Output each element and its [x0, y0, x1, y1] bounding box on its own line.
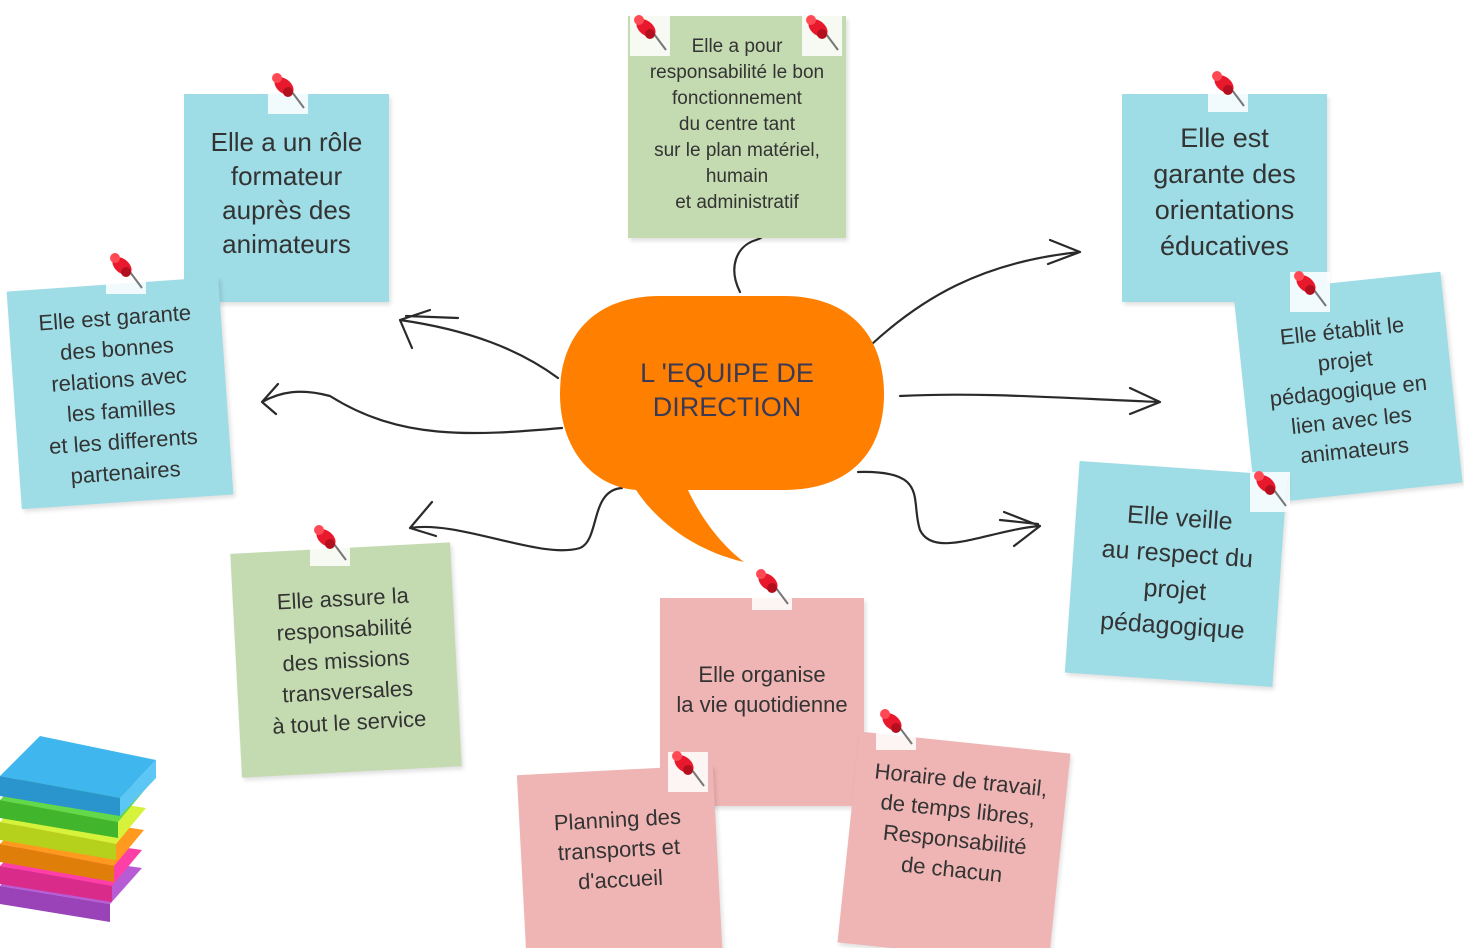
- center-bubble-shape: [560, 296, 884, 562]
- connector-to-relations: [260, 382, 564, 435]
- connector-to-veille: [856, 470, 1042, 548]
- push-pin-icon: [1208, 71, 1248, 112]
- note-orientations: Elle est garante des orientations éducat…: [1122, 94, 1327, 302]
- note-missions: Elle assure la responsabilité des missio…: [230, 542, 462, 778]
- note-horaires: Horaire de travail, de temps libres, Res…: [837, 731, 1071, 948]
- note-veille-text: Elle veille au respect du projet pédagog…: [1099, 500, 1254, 645]
- connector-to-orientations: [870, 238, 1082, 346]
- push-pin-icon: [802, 15, 842, 56]
- note-horaires-text: Horaire de travail, de temps libres, Res…: [873, 758, 1049, 888]
- push-pin-icon: [876, 709, 916, 750]
- center-title: L 'EQUIPE DE DIRECTION: [640, 358, 814, 422]
- note-relations-text: Elle est garante des bonnes relations av…: [37, 299, 199, 489]
- push-pin-icon: [268, 73, 308, 114]
- note-orientations-text: Elle est garante des orientations éducat…: [1153, 123, 1296, 261]
- note-fonctionnement-text: Elle a pour responsabilité le bon foncti…: [649, 36, 825, 213]
- connector-to-formateur: [398, 308, 560, 380]
- note-vie-quotidienne-text: Elle organise la vie quotidienne: [676, 662, 848, 717]
- push-pin-icon: [668, 751, 708, 792]
- push-pin-icon: [752, 569, 792, 610]
- note-formateur: Elle a un rôle formateur auprès des anim…: [184, 94, 389, 302]
- sticky-notes-stack-icon: [0, 736, 156, 922]
- note-projet-text: Elle établit le projet pédagogique en li…: [1268, 311, 1429, 469]
- connector-to-missions: [408, 486, 624, 552]
- push-pin-icon: [1250, 471, 1290, 512]
- note-planning-text: Planning des transports et d'accueil: [553, 803, 682, 895]
- push-pin-icon: [310, 525, 350, 566]
- note-formateur-text: Elle a un rôle formateur auprès des anim…: [210, 127, 363, 259]
- note-missions-text: Elle assure la responsabilité des missio…: [271, 582, 427, 739]
- push-pin-icon: [630, 15, 670, 56]
- push-pin-icon: [106, 253, 146, 294]
- connector-to-projet: [898, 386, 1162, 416]
- center-speech-bubble: [560, 296, 884, 562]
- push-pin-icon: [1290, 271, 1330, 312]
- note-relations: Elle est garante des bonnes relations av…: [6, 276, 234, 510]
